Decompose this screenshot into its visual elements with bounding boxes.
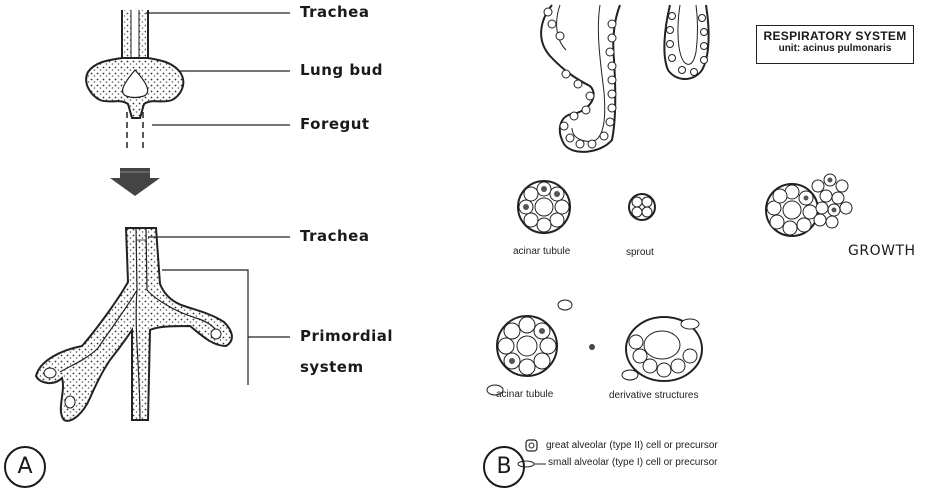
label-system: system (300, 358, 364, 376)
label-sprout: sprout (626, 247, 654, 258)
down-arrow-icon (110, 168, 160, 196)
title-box: RESPIRATORY SYSTEM unit: acinus pulmonar… (756, 25, 914, 64)
lung-bud-drawing (86, 10, 183, 148)
title-box-title: RESPIRATORY SYSTEM (757, 29, 913, 43)
arrow-right-icon (589, 344, 595, 350)
label-acinar-tubule-1: acinar tubule (513, 246, 570, 257)
sprout-section (629, 194, 655, 220)
derivative-structures-section (622, 317, 702, 381)
label-foregut: Foregut (300, 115, 370, 133)
label-trachea-top: Trachea (300, 3, 369, 21)
label-trachea-bottom: Trachea (300, 227, 369, 245)
panel-b-marker: B (483, 446, 525, 488)
title-box-subtitle: unit: acinus pulmonaris (757, 43, 913, 54)
legend-small-alveolar: small alveolar (type I) cell or precurso… (548, 457, 718, 468)
label-lung-bud: Lung bud (300, 61, 383, 79)
primordial-system-drawing (36, 228, 232, 421)
acinar-tubule-section-2 (487, 300, 572, 395)
label-primordial: Primordial (300, 327, 393, 345)
label-acinar-tubule-2: acinar tubule (496, 389, 553, 400)
tubule-drawing-left (541, 5, 620, 152)
panel-a-marker: A (4, 446, 46, 488)
acinar-tubule-section-1 (518, 181, 570, 233)
label-growth: GROWTH (848, 243, 916, 259)
label-derivative-structures: derivative structures (609, 390, 698, 401)
tubule-drawing-right (664, 5, 708, 79)
growth-section (766, 174, 852, 236)
legend-great-alveolar: great alveolar (type II) cell or precurs… (546, 440, 718, 451)
great-alveolar-cell-icon (526, 440, 537, 451)
